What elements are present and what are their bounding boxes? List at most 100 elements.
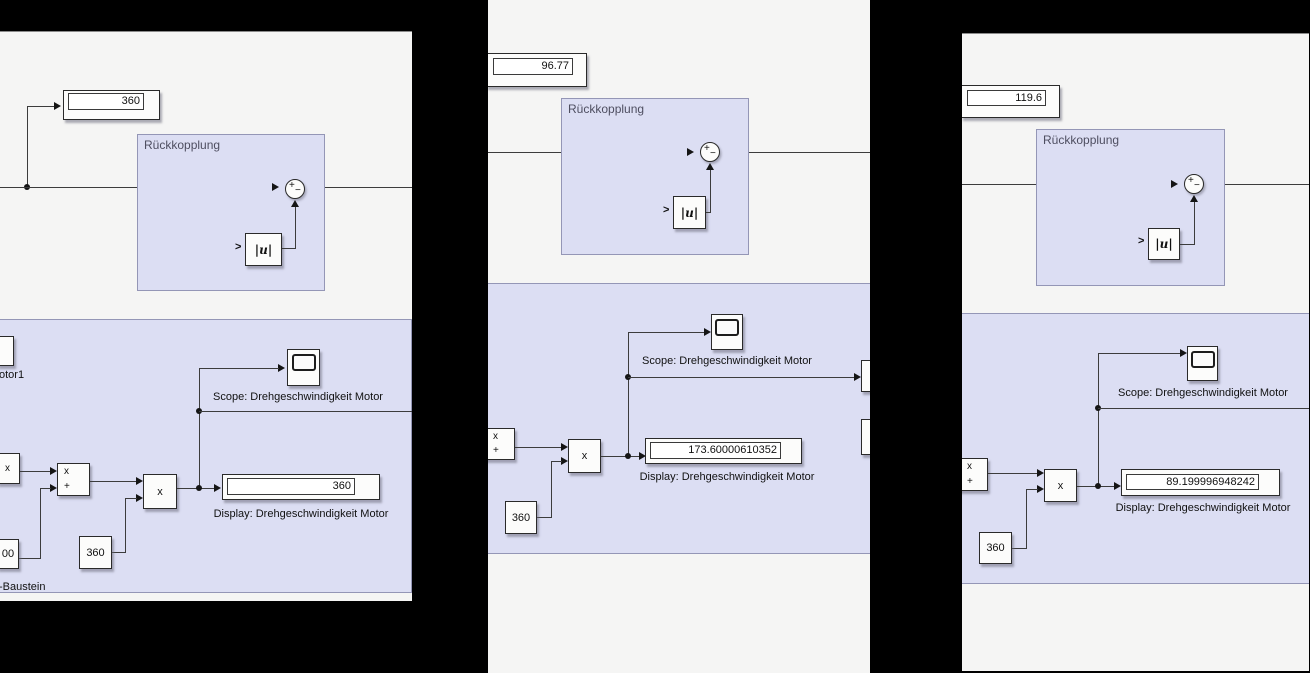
scope-screen [1190,351,1215,368]
display-value-field: 119.6 [967,90,1046,106]
abs-block[interactable]: |u| [1148,228,1180,260]
abs-block[interactable]: |u| [245,233,282,266]
wire [112,552,126,553]
sum-minus-sign: − [295,185,301,196]
wire [125,498,137,499]
partial-muldiv-block[interactable]: x + [962,458,988,491]
scope-block[interactable] [711,314,743,350]
abs-block[interactable]: |u| [673,196,706,229]
scope-label: Scope: Drehgeschwindigkeit Motor [213,391,383,403]
arrowhead [561,443,568,451]
feedback-region[interactable]: Rückkopplung [1036,129,1225,286]
arrowhead [136,477,143,485]
sum-minus-sign: − [1194,180,1200,191]
partial-block-right-top[interactable] [861,360,870,392]
feedback-region-title: Rückkopplung [144,138,221,152]
display-block-top[interactable]: 96.77 [488,53,587,87]
display-label: Display: Drehgeschwindigkeit Motor [213,508,389,520]
wire [27,106,55,107]
wire [19,558,41,559]
wire [199,368,200,488]
muldiv-mult-sign: x [967,461,972,472]
display-block[interactable]: 173.60000610352 [645,438,802,464]
wire [706,212,711,213]
wire [1180,244,1195,245]
model-view-right: 119.6 Rückkopplung + − |u| > x + x 360 S… [962,33,1309,671]
mult-block-label: x [157,485,163,498]
wire [551,461,552,517]
constant-block-360[interactable]: 360 [79,536,112,569]
motor-subsystem-region[interactable] [962,313,1309,584]
scope-block[interactable] [1187,346,1218,381]
sum-block[interactable]: + − [700,142,720,162]
muldiv-div-sign: + [64,481,70,492]
sum-minus-sign: − [710,148,716,159]
scope-label: Scope: Drehgeschwindigkeit Motor [642,355,812,367]
wire [90,481,137,482]
wire [199,368,279,369]
feedback-region[interactable]: Rückkopplung [137,134,325,291]
wire [1098,353,1099,486]
motor-subsystem-region[interactable] [488,283,870,554]
sum-block[interactable]: + − [1184,174,1204,194]
arrowhead [50,467,57,475]
mult-block-label: x [581,450,588,462]
constant-value: 360 [511,511,531,524]
scope-block[interactable] [287,349,320,386]
display-value-field: 96.77 [493,58,573,75]
display-block-top[interactable]: 360 [63,90,160,120]
muldiv-mult-sign: x [64,466,69,477]
wire [1098,408,1309,409]
arrowhead [854,373,861,381]
partial-block-right-bottom[interactable] [861,419,870,455]
arrowhead [706,163,714,170]
display-value-field: 89.199996948242 [1126,474,1259,490]
motor-subsystem-region[interactable] [0,319,412,593]
arrowhead [1171,180,1178,188]
partial-muldiv-block[interactable]: x + [488,428,515,460]
wire [1026,489,1038,490]
feedback-region[interactable]: Rückkopplung [561,98,749,255]
partial-mult-block[interactable]: x [0,453,20,484]
sum-plus-sign: + [1188,175,1194,186]
arrowhead [1190,195,1198,202]
arrowhead [1180,349,1187,357]
arrowhead [1037,469,1044,477]
display-block[interactable]: 89.199996948242 [1121,469,1280,496]
mult-block[interactable]: x [143,474,177,509]
mult-block[interactable]: x [1044,469,1077,502]
partial-mult-label: x [5,463,10,474]
display-block-top[interactable]: 119.6 [962,85,1060,118]
model-view-middle: 96.77 Rückkopplung + − |u| > x + x 360 S… [488,0,870,673]
display-label: Display: Drehgeschwindigkeit Motor [1115,502,1291,514]
subsystem-partial-label: -Baustein [0,581,46,593]
muldiv-div-sign: + [493,445,499,456]
scope-screen [715,319,739,336]
wire [282,248,296,249]
input-port-chevron: > [235,241,242,253]
display-label: Display: Drehgeschwindigkeit Motor [639,471,815,483]
partial-motor-block[interactable] [0,336,14,366]
wire [1026,489,1027,548]
arrowhead [214,484,221,492]
input-port-chevron: > [1138,235,1145,247]
wire [628,332,629,456]
sum-block[interactable]: + − [285,179,305,199]
arrowhead [291,200,299,207]
wire [988,473,1038,474]
sum-plus-sign: + [289,180,295,191]
arrowhead [687,148,694,156]
wire [515,447,562,448]
wire [1098,353,1180,354]
sum-plus-sign: + [704,143,710,154]
muldiv-block[interactable]: x + [57,463,90,496]
display-block[interactable]: 360 [222,474,380,500]
arrowhead [704,328,711,336]
partial-constant-block[interactable]: 00 [0,539,19,569]
wire-junction [1095,483,1101,489]
wire [20,471,51,472]
constant-block-360[interactable]: 360 [979,532,1012,564]
muldiv-div-sign: + [967,476,973,487]
mult-block[interactable]: x [568,439,601,473]
constant-block-360[interactable]: 360 [505,501,537,534]
